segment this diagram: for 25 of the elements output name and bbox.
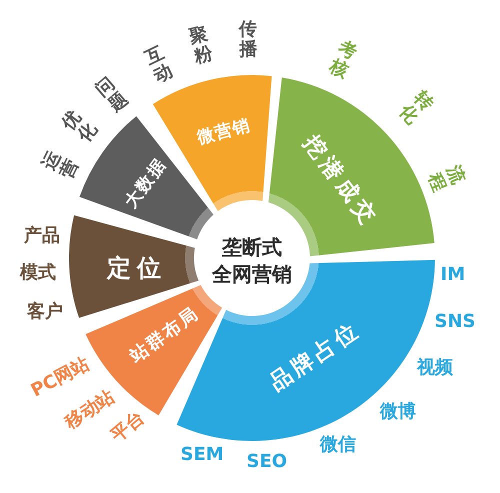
segment-label: 站群布局 <box>125 302 204 369</box>
keyword-label: SEM <box>180 444 224 466</box>
segment-label: 微营销 <box>194 115 252 150</box>
segment-label: 定位 <box>106 254 167 282</box>
keyword-label: 考核 <box>326 38 360 82</box>
keyword-label: SEO <box>246 451 288 473</box>
segment-label: 品牌占位 <box>264 317 366 398</box>
center-title: 垄断式全网营销 <box>212 234 292 288</box>
keyword-label: 客户 <box>27 301 63 323</box>
keyword-label: 平台 <box>107 406 149 447</box>
keyword-label: 传播 <box>238 20 258 60</box>
keyword-label: 视频 <box>417 357 453 379</box>
keyword-label: 微博 <box>380 401 416 423</box>
keyword-label: 运营 <box>39 148 83 182</box>
keyword-label: 互动 <box>142 43 176 87</box>
keyword-label: 微信 <box>320 434 356 456</box>
keyword-label: 产品 <box>24 225 60 247</box>
keyword-label: 流程 <box>424 162 468 195</box>
keyword-label: IM <box>440 264 466 286</box>
keyword-label: 模式 <box>20 262 56 284</box>
segment-label: 大数据 <box>119 154 171 214</box>
keyword-label: 转化 <box>395 88 437 128</box>
segment-label: 挖潜成交 <box>296 130 383 234</box>
keyword-label: 聚粉 <box>188 24 214 68</box>
keyword-label: SNS <box>434 311 476 333</box>
